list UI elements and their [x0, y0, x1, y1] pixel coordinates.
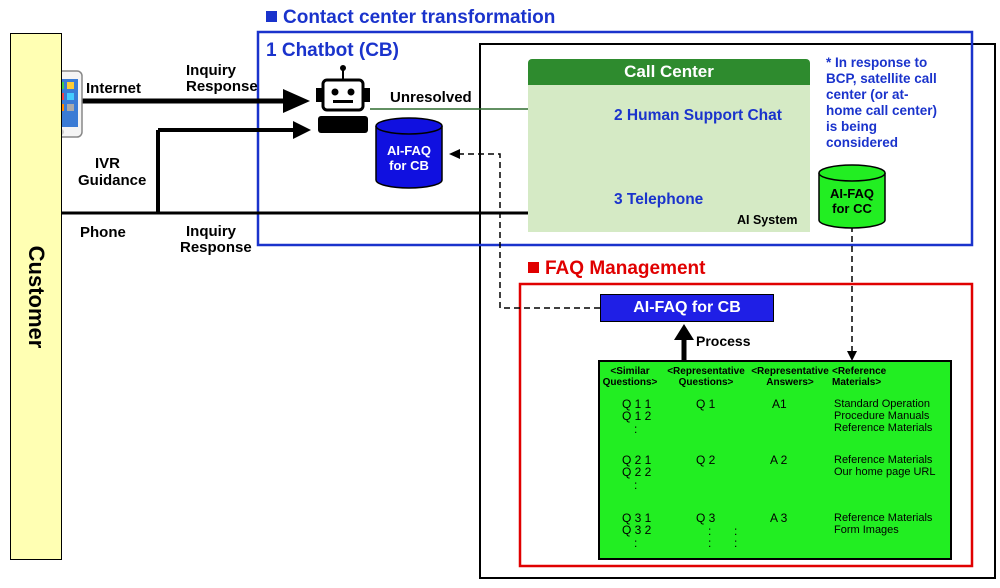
ellipsis: :: [634, 536, 638, 550]
ivr-label-2: Guidance: [78, 172, 147, 189]
inquiry-top-label: Inquiry: [186, 62, 237, 79]
ai-faq-cb-label: AI-FAQ for CB: [386, 143, 432, 173]
ellipsis: :: [734, 524, 738, 538]
blue-square-icon: [266, 11, 277, 22]
similar-question-q22: Q 2 2: [622, 465, 652, 479]
ai-faq-cc-label: AI-FAQ for CC: [829, 186, 875, 216]
cb-feedback-dashed: [458, 153, 600, 309]
robot-icon: [316, 65, 370, 133]
response-top-label: Response: [186, 78, 258, 95]
bcp-note: * In response to BCP, satellite call cen…: [826, 55, 938, 150]
chatbot-title: 1 Chatbot (CB): [266, 40, 399, 61]
ellipsis: :: [734, 536, 738, 550]
ai-faq-for-cb-box: AI-FAQ for CB: [600, 294, 774, 322]
human-support-chat-label: 2 Human Support Chat: [614, 107, 782, 124]
representative-answer-a1: A1: [772, 397, 787, 411]
ivr-label-1: IVR: [95, 155, 121, 172]
red-square-icon: [528, 262, 539, 273]
reference-material: Procedure Manuals: [834, 410, 930, 422]
similar-question-q32: Q 3 2: [622, 523, 652, 537]
ellipsis: :: [634, 422, 638, 436]
inquiry-bottom-label: Inquiry: [186, 223, 237, 240]
faq-management-box: [518, 282, 974, 568]
ai-system-label: AI System: [737, 213, 798, 227]
reference-material: Reference Materials: [834, 512, 933, 524]
representative-answer-a3: A 3: [770, 511, 788, 525]
ellipsis: :: [708, 524, 712, 538]
contact-center-box: [256, 30, 974, 247]
similar-question-q21: Q 2 1: [622, 453, 652, 467]
phone-label: Phone: [80, 224, 126, 241]
ai-faq-cb-cylinder: [375, 117, 443, 189]
reference-material: Form Images: [834, 524, 899, 536]
similar-question-q31: Q 3 1: [622, 511, 652, 525]
reference-material: Standard Operation: [834, 398, 931, 410]
outer-frame: [479, 43, 996, 579]
ellipsis: :: [708, 536, 712, 550]
ai-faq-cc-cylinder: [818, 164, 886, 229]
reference-material: Reference Materials: [834, 454, 933, 466]
similar-question-q12: Q 1 2: [622, 409, 652, 423]
faq-structure-box: [598, 360, 952, 560]
representative-answer-a2: A 2: [770, 453, 788, 467]
contact-center-title: Contact center transformation: [266, 7, 555, 29]
reference-material: Our home page URL: [834, 466, 936, 478]
representative-question-q3: Q 3: [696, 511, 716, 525]
reference-material: Reference Materials: [834, 422, 933, 434]
cb-feedback-arrowhead: [449, 149, 460, 159]
process-arrowhead: [674, 324, 694, 340]
call-center-panel: [528, 85, 810, 232]
representative-question-q1: Q 1: [696, 397, 716, 411]
similar-question-q11: Q 1 1: [622, 397, 652, 411]
unresolved-label: Unresolved: [390, 89, 472, 106]
internet-label: Internet: [86, 80, 142, 97]
faq-management-title: FAQ Management: [528, 258, 705, 280]
telephone-label: 3 Telephone: [614, 191, 704, 208]
representative-question-q2: Q 2: [696, 453, 716, 467]
ivr-arrowhead: [293, 121, 311, 139]
ellipsis: :: [634, 478, 638, 492]
customer-bar: Customer: [10, 33, 62, 560]
process-label: Process: [696, 333, 751, 349]
cc-dashed-arrowhead: [847, 351, 857, 361]
customer-label: Customer: [24, 245, 49, 348]
internet-arrowhead: [283, 89, 310, 113]
response-bottom-label: Response: [180, 239, 252, 256]
call-center-header: Call Center: [528, 59, 810, 85]
